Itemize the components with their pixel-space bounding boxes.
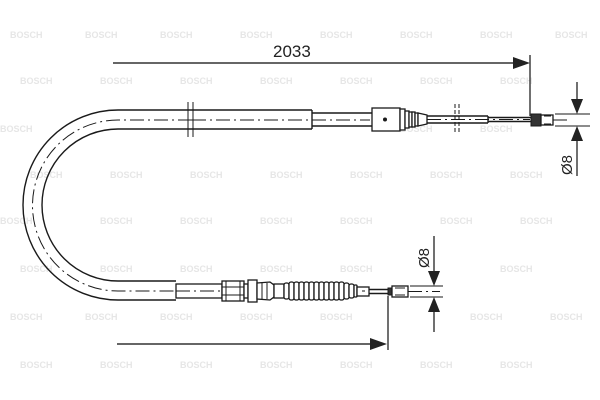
svg-text:BOSCH: BOSCH <box>85 312 118 322</box>
svg-text:BOSCH: BOSCH <box>240 312 273 322</box>
svg-text:BOSCH: BOSCH <box>100 360 133 370</box>
svg-text:BOSCH: BOSCH <box>20 360 53 370</box>
svg-text:BOSCH: BOSCH <box>430 170 463 180</box>
bottom-diameter-dimension: Ø8 <box>410 236 443 332</box>
svg-text:BOSCH: BOSCH <box>260 360 293 370</box>
bottom-end-fitting <box>175 279 440 303</box>
svg-text:BOSCH: BOSCH <box>340 264 373 274</box>
svg-text:BOSCH: BOSCH <box>340 216 373 226</box>
length-dimension: 2033 <box>113 42 531 116</box>
svg-text:BOSCH: BOSCH <box>420 76 453 86</box>
length-value: 2033 <box>273 42 311 61</box>
svg-text:BOSCH: BOSCH <box>320 312 353 322</box>
svg-text:BOSCH: BOSCH <box>20 264 53 274</box>
top-end-fitting <box>371 104 570 133</box>
svg-text:BOSCH: BOSCH <box>440 216 473 226</box>
svg-text:BOSCH: BOSCH <box>480 124 513 134</box>
rubber-boot <box>283 281 358 301</box>
svg-text:BOSCH: BOSCH <box>480 30 513 40</box>
svg-text:BOSCH: BOSCH <box>20 76 53 86</box>
svg-text:BOSCH: BOSCH <box>350 170 383 180</box>
svg-text:BOSCH: BOSCH <box>270 170 303 180</box>
svg-text:BOSCH: BOSCH <box>190 170 223 180</box>
svg-text:BOSCH: BOSCH <box>555 30 588 40</box>
svg-text:BOSCH: BOSCH <box>180 216 213 226</box>
bottom-length-reference <box>117 296 389 350</box>
svg-text:BOSCH: BOSCH <box>0 216 33 226</box>
svg-text:BOSCH: BOSCH <box>240 30 273 40</box>
svg-text:BOSCH: BOSCH <box>180 264 213 274</box>
svg-text:BOSCH: BOSCH <box>180 360 213 370</box>
svg-text:BOSCH: BOSCH <box>10 312 43 322</box>
svg-text:BOSCH: BOSCH <box>100 216 133 226</box>
svg-text:BOSCH: BOSCH <box>500 360 533 370</box>
watermark-layer: BOSCH BOSCH BOSCH BOSCH BOSCH BOSCH BOSC… <box>0 30 588 370</box>
svg-text:BOSCH: BOSCH <box>10 30 43 40</box>
bottom-diameter-value: Ø8 <box>416 248 433 268</box>
svg-text:BOSCH: BOSCH <box>500 264 533 274</box>
svg-text:BOSCH: BOSCH <box>110 170 143 180</box>
svg-text:BOSCH: BOSCH <box>260 216 293 226</box>
svg-text:BOSCH: BOSCH <box>160 312 193 322</box>
svg-text:BOSCH: BOSCH <box>470 312 503 322</box>
svg-text:BOSCH: BOSCH <box>500 76 533 86</box>
svg-text:BOSCH: BOSCH <box>320 30 353 40</box>
svg-text:BOSCH: BOSCH <box>400 30 433 40</box>
svg-text:BOSCH: BOSCH <box>100 76 133 86</box>
svg-text:BOSCH: BOSCH <box>85 30 118 40</box>
svg-text:BOSCH: BOSCH <box>260 264 293 274</box>
svg-text:BOSCH: BOSCH <box>0 124 33 134</box>
svg-text:BOSCH: BOSCH <box>340 76 373 86</box>
cable-sheath <box>22 102 372 301</box>
top-diameter-value: Ø8 <box>559 155 576 175</box>
svg-text:BOSCH: BOSCH <box>180 76 213 86</box>
svg-text:BOSCH: BOSCH <box>550 312 583 322</box>
svg-text:BOSCH: BOSCH <box>510 170 543 180</box>
svg-text:BOSCH: BOSCH <box>420 360 453 370</box>
svg-text:BOSCH: BOSCH <box>400 124 433 134</box>
svg-text:BOSCH: BOSCH <box>160 30 193 40</box>
svg-text:BOSCH: BOSCH <box>100 264 133 274</box>
top-diameter-dimension: Ø8 <box>555 82 590 176</box>
svg-text:BOSCH: BOSCH <box>340 360 373 370</box>
svg-text:BOSCH: BOSCH <box>520 216 553 226</box>
svg-text:BOSCH: BOSCH <box>30 170 63 180</box>
svg-text:BOSCH: BOSCH <box>260 76 293 86</box>
